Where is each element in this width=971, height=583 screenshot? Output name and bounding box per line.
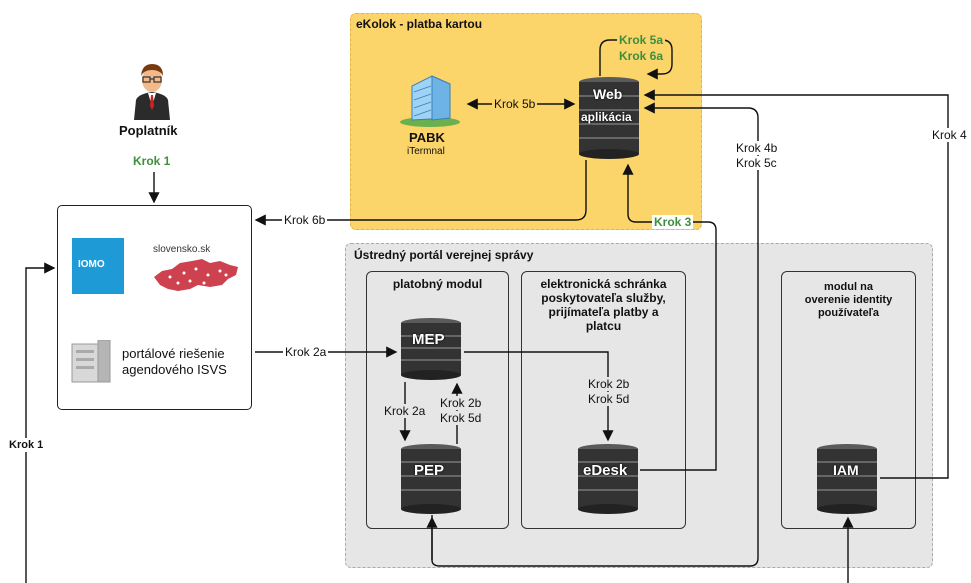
step-krok5c: Krok 5c	[734, 156, 779, 170]
office-building-icon	[400, 75, 460, 127]
step-krok6b: Krok 6b	[282, 213, 328, 227]
step-krok2b-edesk: Krok 2b	[586, 377, 632, 391]
step-krok5b: Krok 5b	[492, 97, 538, 111]
mep-server-icon	[401, 318, 461, 380]
step-krok1-left: Krok 1	[7, 438, 46, 452]
ekolok-title: eKolok - platba kartou	[356, 17, 483, 31]
edesk-title-3: prijímateľa platby a	[548, 305, 659, 319]
iam-title-2: overenie identity	[804, 294, 893, 306]
step-krok5d-edesk: Krok 5d	[586, 392, 632, 406]
portal-solution-text-1: portálové riešenie	[122, 346, 225, 361]
slovensko-map-icon	[154, 259, 238, 291]
step-krok2a-down: Krok 2a	[382, 404, 428, 418]
edesk-title-2: poskytovateľa služby,	[541, 291, 666, 305]
step-krok4b: Krok 4b	[734, 141, 780, 155]
pep-server-icon	[401, 444, 461, 514]
idomo-logo: IOMO	[72, 238, 124, 294]
payment-module-box	[366, 271, 509, 529]
iam-server-icon	[817, 444, 877, 514]
pep-label: PEP	[414, 462, 445, 479]
step-krok4: Krok 4	[930, 128, 969, 142]
payment-module-title: platobný modul	[392, 277, 483, 291]
pabk-title: PABK	[409, 130, 445, 145]
step-krok3: Krok 3	[652, 215, 694, 229]
businessman-icon	[134, 64, 170, 120]
slovensko-logo-text: slovensko.sk	[153, 244, 211, 255]
pabk-sub: iTermnal	[407, 146, 445, 157]
web-app-label-1: Web	[593, 86, 623, 102]
step-krok2b-up: Krok 2b	[438, 396, 484, 410]
iam-title-1: modul na	[824, 281, 873, 293]
upvs-title: Ústredný portál verejnej správy	[354, 248, 534, 262]
iam-label: IAM	[833, 462, 859, 478]
step-krok5d-up: Krok 5d	[438, 411, 484, 425]
idomo-logo-text: IOMO	[78, 259, 105, 270]
edesk-label: eDesk	[583, 462, 628, 479]
step-krok5a: Krok 5a	[617, 33, 666, 47]
edesk-server-icon	[578, 444, 638, 514]
web-app-label-2: aplikácia	[581, 110, 632, 124]
mep-label: MEP	[412, 331, 445, 348]
edesk-box	[521, 271, 686, 529]
web-app-server-icon	[579, 77, 639, 159]
portal-solution-text-2: agendového ISVS	[122, 362, 227, 377]
step-krok6a: Krok 6a	[617, 49, 666, 63]
poplatnik-label: Poplatník	[119, 123, 178, 138]
edesk-title-4: platcu	[585, 319, 622, 333]
server-icon	[71, 340, 111, 383]
step-krok2a-main: Krok 2a	[283, 345, 329, 359]
iam-title-3: používateľa	[817, 307, 880, 319]
edesk-title-1: elektronická schránka	[540, 277, 667, 291]
step-krok1-top: Krok 1	[131, 154, 173, 168]
